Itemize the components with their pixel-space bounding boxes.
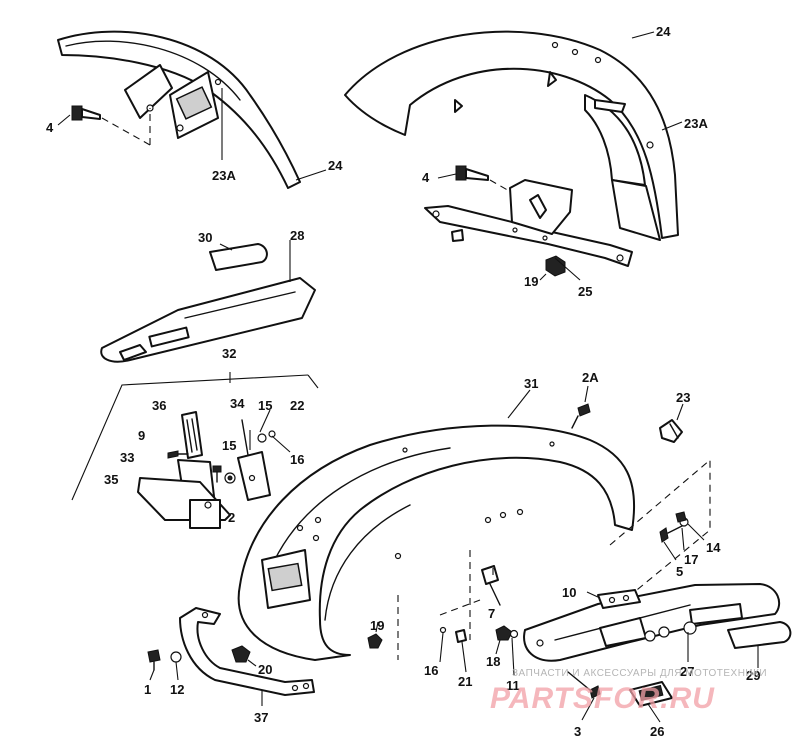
label-33: 33 [120, 450, 134, 465]
label-29: 29 [746, 668, 760, 683]
bolt-4-left [71, 105, 101, 121]
label-19: 19 [524, 274, 538, 289]
watermark-tagline: ЗАПЧАСТИ И АКСЕССУАРЫ ДЛЯ МОТОТЕХНИКИ [512, 668, 767, 679]
label-4: 4 [46, 120, 54, 135]
bolt-7 [481, 565, 501, 606]
small-fasteners-group [167, 430, 276, 484]
nut-18-washer-11 [495, 625, 519, 641]
plate-33-35 [137, 459, 231, 529]
plate-36 [181, 411, 203, 459]
label-5: 5 [676, 564, 683, 579]
label-7: 7 [488, 606, 495, 621]
label-19: 19 [370, 618, 384, 633]
fender-bracket-25 [424, 179, 633, 267]
label-4: 4 [422, 170, 430, 185]
label-1: 1 [144, 682, 151, 697]
label-24: 24 [656, 24, 671, 39]
bolt-4-right [455, 165, 489, 181]
label-23: 23 [676, 390, 690, 405]
label-10: 10 [562, 585, 576, 600]
bracket-34 [237, 419, 271, 501]
label-23a: 23A [684, 116, 708, 131]
front-fender-right [344, 30, 679, 241]
label-11: 11 [506, 678, 520, 693]
nut-19-bottom [367, 633, 383, 649]
label-18: 18 [486, 654, 500, 669]
pad-10 [597, 589, 641, 609]
label-16: 16 [424, 663, 438, 678]
bolt-3 [567, 671, 601, 699]
label-36: 36 [152, 398, 166, 413]
label-2a: 2A [582, 370, 599, 385]
label-2: 2 [228, 510, 235, 525]
washers-16-21 [439, 626, 467, 643]
label-32: 32 [222, 346, 236, 361]
label-16: 16 [290, 452, 304, 467]
rail-28 [100, 277, 316, 363]
label-12: 12 [170, 682, 184, 697]
label-23a: 23A [212, 168, 236, 183]
clip-23 [659, 419, 683, 443]
label-3: 3 [574, 724, 581, 739]
label-21: 21 [458, 674, 472, 689]
label-37: 37 [254, 710, 268, 725]
label-27: 27 [680, 664, 694, 679]
watermark-brand: PARTSFOR.RU [490, 682, 715, 715]
front-fender-left [57, 30, 301, 189]
label-30: 30 [198, 230, 212, 245]
rear-rail-27 [523, 583, 780, 662]
label-26: 26 [650, 724, 664, 739]
nut-19-top [545, 255, 566, 277]
rear-fender-31 [237, 424, 636, 661]
label-15: 15 [258, 398, 272, 413]
label-14: 14 [706, 540, 721, 555]
label-9: 9 [138, 428, 145, 443]
watermark: ЗАПЧАСТИ И АКСЕССУАРЫ ДЛЯ МОТОТЕХНИКИ PA… [490, 668, 767, 715]
label-20: 20 [258, 662, 272, 677]
label-24: 24 [328, 158, 343, 173]
label-15: 15 [222, 438, 236, 453]
label-35: 35 [104, 472, 118, 487]
label-28: 28 [290, 228, 304, 243]
label-25: 25 [578, 284, 592, 299]
plate-26 [629, 681, 673, 707]
fasteners-1-12-20 [147, 645, 251, 671]
support-bar-37 [179, 607, 315, 696]
label-34: 34 [230, 396, 245, 411]
bolt-5-washer-14-17 [659, 511, 689, 543]
label-31: 31 [524, 376, 538, 391]
screw-2a [571, 403, 591, 429]
label-22: 22 [290, 398, 304, 413]
label-17: 17 [684, 552, 698, 567]
pad-29 [727, 621, 792, 649]
pad-30 [209, 243, 268, 271]
part-labels: 4 23A 24 24 23A 4 19 25 30 28 32 36 34 1… [46, 24, 760, 739]
